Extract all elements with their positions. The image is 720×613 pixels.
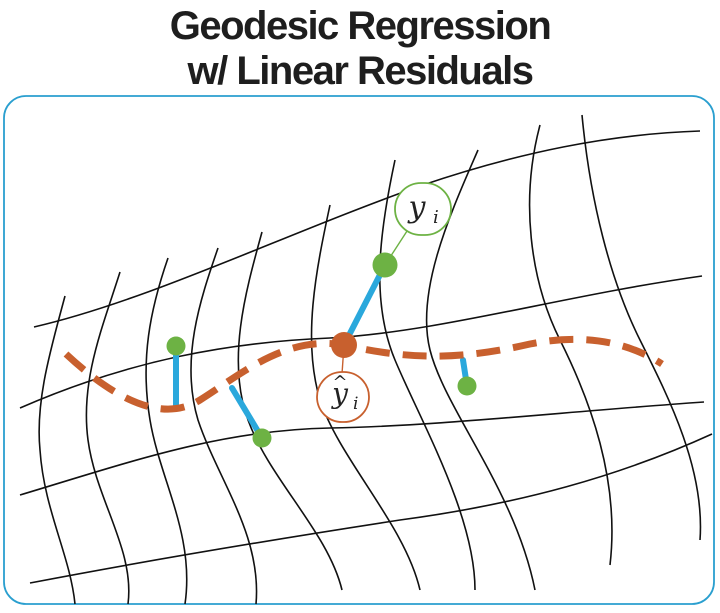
fitted-label-sub: i — [353, 394, 358, 414]
title-line-2: w/ Linear Residuals — [187, 49, 534, 93]
diagram-frame — [3, 95, 715, 605]
grid-v-4 — [190, 247, 258, 605]
observed-label: y i — [394, 182, 452, 236]
svg-text:^: ^ — [332, 372, 347, 393]
observed-label-sub: i — [433, 207, 439, 228]
fitted-label: y ^ i — [316, 371, 370, 423]
manifold-grid-vertical — [38, 114, 702, 605]
grid-v-2 — [85, 271, 130, 605]
fitted-point — [331, 332, 357, 358]
grid-v-1 — [38, 295, 76, 605]
observed-point-4 — [457, 376, 477, 396]
grid-h-2 — [19, 275, 703, 409]
svg-text:y: y — [330, 377, 349, 410]
fitted-label-base: y — [330, 377, 349, 410]
fitted-label-box — [316, 371, 370, 423]
observed-point-3 — [372, 252, 398, 278]
manifold-grid-horizontal — [19, 130, 713, 584]
grid-v-7 — [379, 159, 476, 591]
observed-label-box — [394, 182, 452, 236]
residual-3 — [341, 262, 388, 348]
svg-text:i: i — [433, 207, 439, 228]
grid-h-4 — [29, 433, 713, 584]
title-line-1: Geodesic Regression — [169, 4, 552, 48]
observed-points — [166, 252, 477, 448]
residual-2 — [229, 385, 265, 441]
grid-h-3 — [19, 401, 705, 496]
svg-text:i: i — [353, 394, 358, 414]
svg-text:y: y — [407, 190, 427, 225]
observed-point-2 — [252, 428, 272, 448]
observed-point-1 — [166, 336, 186, 356]
fitted-label-hat: ^ — [332, 372, 347, 393]
grid-v-3 — [145, 257, 188, 605]
grid-v-9 — [528, 124, 613, 566]
grid-v-10 — [581, 114, 702, 541]
observed-label-base: y — [407, 190, 427, 225]
